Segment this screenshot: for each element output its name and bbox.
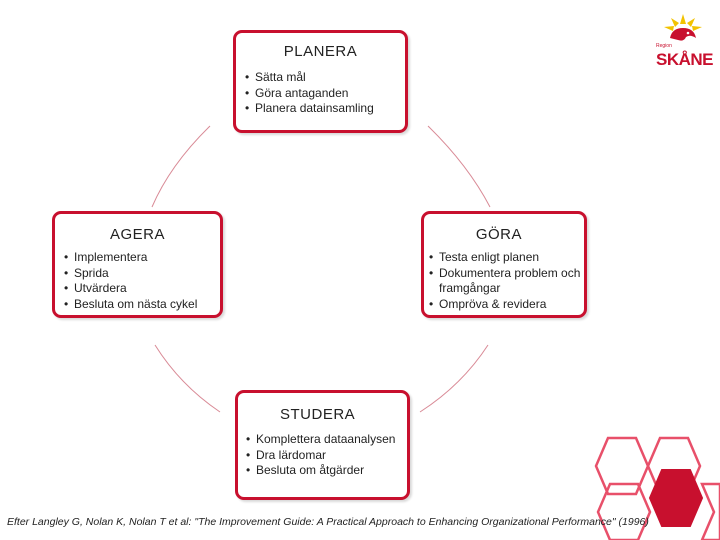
list-item: Utvärdera	[64, 281, 197, 297]
planera-title: PLANERA	[283, 43, 358, 60]
planera-list: Sätta mål Göra antaganden Planera datain…	[245, 70, 374, 117]
agera-title: AGERA	[109, 226, 165, 243]
logo-sun-icon	[664, 14, 702, 41]
gora-box: GÖRA Testa enligt planen Dokumentera pro…	[421, 211, 587, 318]
list-item: Implementera	[64, 250, 197, 266]
arc-top-left	[151, 125, 211, 208]
agera-box: AGERA Implementera Sprida Utvärdera Besl…	[52, 211, 223, 318]
list-item: Ompröva & revidera	[429, 297, 584, 313]
logo-region-text: Region	[656, 43, 672, 49]
gora-list: Testa enligt planen Dokumentera problem …	[429, 250, 584, 312]
list-item: Besluta om åtgärder	[246, 463, 396, 479]
planera-box: PLANERA Sätta mål Göra antaganden Planer…	[233, 30, 408, 133]
logo-skane-text: SKÅNE	[656, 50, 714, 69]
agera-list: Implementera Sprida Utvärdera Besluta om…	[64, 250, 197, 312]
studera-title: STUDERA	[280, 406, 356, 423]
hexagon-pattern-icon	[594, 436, 720, 540]
gora-title: GÖRA	[475, 226, 522, 243]
citation: Efter Langley G, Nolan K, Nolan T et al:…	[7, 516, 649, 528]
studera-list: Komplettera dataanalysen Dra lärdomar Be…	[246, 432, 396, 479]
list-item: Göra antaganden	[245, 86, 374, 102]
list-item: Dra lärdomar	[246, 448, 396, 464]
list-item: Sätta mål	[245, 70, 374, 86]
studera-box: STUDERA Komplettera dataanalysen Dra lär…	[235, 390, 410, 500]
list-item: Planera datainsamling	[245, 101, 374, 117]
arc-bottom-right	[419, 344, 489, 413]
arc-bottom-left	[154, 344, 221, 413]
list-item: Komplettera dataanalysen	[246, 432, 396, 448]
region-skane-logo-icon: Region SKÅNE	[650, 10, 716, 70]
list-item: Dokumentera problem och framgångar	[429, 266, 584, 297]
list-item: Sprida	[64, 266, 197, 282]
list-item: Testa enligt planen	[429, 250, 584, 266]
list-item: Besluta om nästa cykel	[64, 297, 197, 313]
arc-top-right	[427, 125, 491, 208]
